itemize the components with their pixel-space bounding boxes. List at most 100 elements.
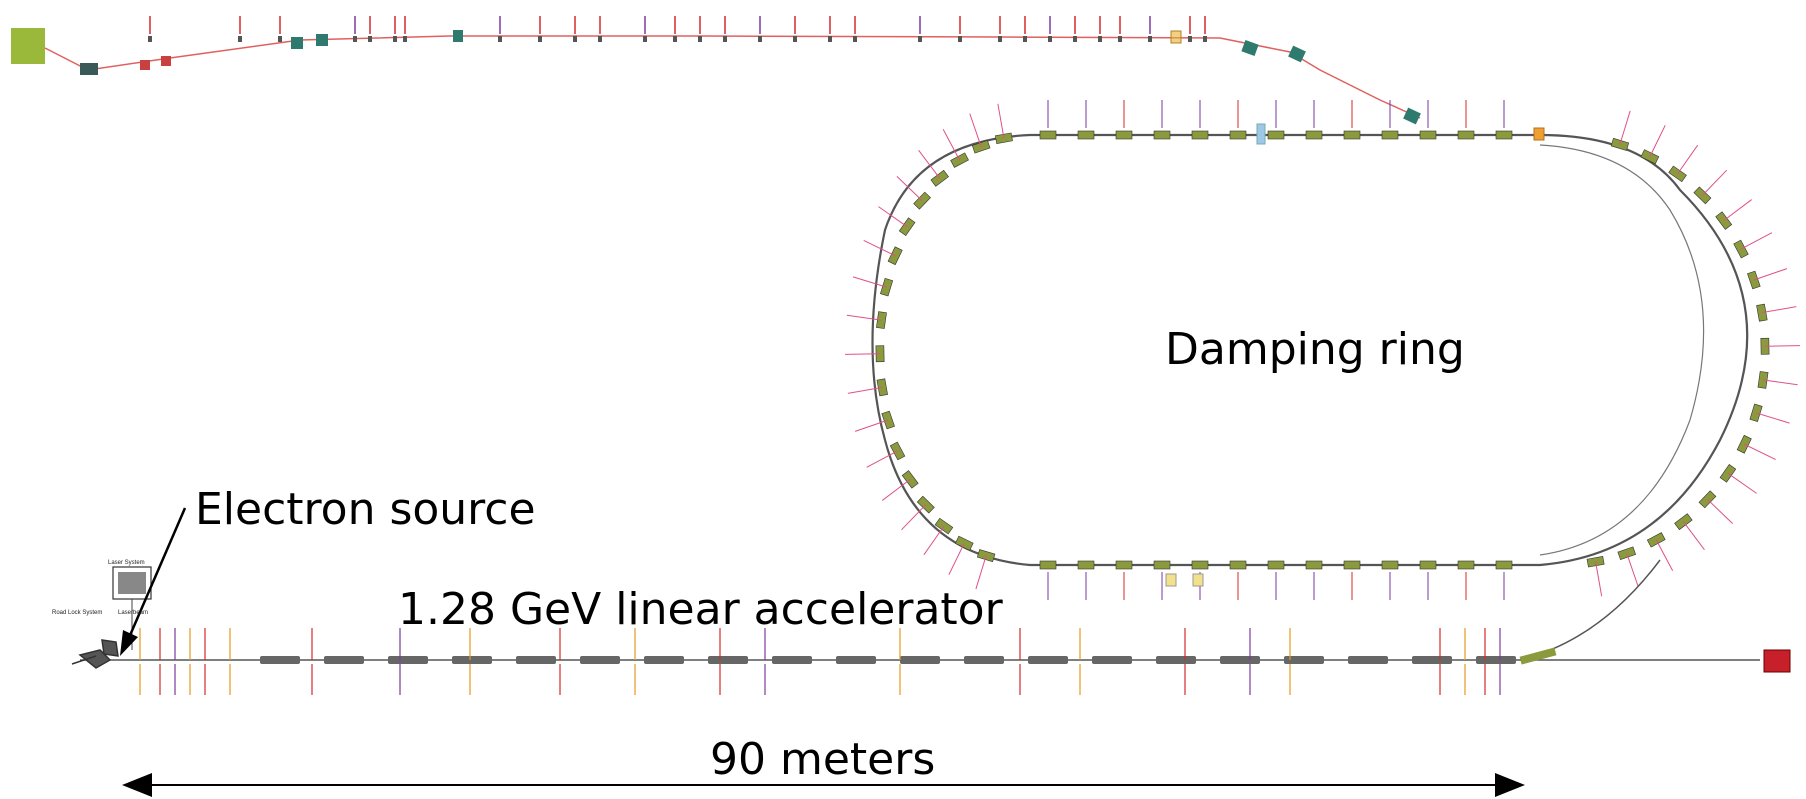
ring-magnet — [1153, 560, 1171, 570]
ring-magnet — [1115, 130, 1133, 140]
transport-element-body — [1023, 36, 1027, 42]
ring-magnet — [1305, 130, 1323, 140]
transport-line — [11, 16, 1421, 125]
beam-dump-block — [1763, 649, 1791, 673]
scale-bar-left-arrowhead — [122, 773, 152, 797]
ring-element-marker — [866, 450, 898, 468]
ring-element-marker — [863, 239, 896, 257]
linac-label: 1.28 GeV linear accelerator — [398, 584, 1003, 635]
transport-element-body — [598, 36, 602, 42]
linac-section — [260, 656, 300, 664]
transport-element-body — [1203, 36, 1207, 42]
laser-system-label: Laser System — [108, 560, 145, 566]
transport-element-body — [1073, 36, 1077, 42]
linac-accelerating-sections — [260, 656, 1516, 664]
transport-magnet — [1403, 107, 1421, 125]
ring-element-marker — [1740, 232, 1773, 250]
transport-element-body — [238, 36, 242, 42]
linac-section — [1092, 656, 1132, 664]
ring-magnets — [875, 130, 1770, 570]
ring-element-marker — [1682, 521, 1705, 550]
scale-label: 90 meters — [710, 734, 936, 785]
ring-element-marker — [845, 353, 881, 355]
laser-beam-label: Laserbeam — [118, 610, 149, 616]
transport-element-body — [148, 36, 152, 42]
electron-source-cluster — [71, 566, 152, 669]
ring-magnet — [1229, 560, 1247, 570]
linac-section — [964, 656, 1004, 664]
transport-magnet — [161, 56, 171, 66]
ring-element-marker — [997, 103, 1005, 139]
ring-magnet — [1267, 130, 1285, 140]
ring-element-marker — [1702, 169, 1728, 196]
linac-section — [452, 656, 492, 664]
load-lock-system-label: Road Lock System — [52, 610, 103, 616]
ring-element-marker — [948, 543, 965, 575]
linac-section — [900, 656, 940, 664]
transport-magnet — [80, 63, 98, 75]
transport-magnet — [453, 30, 463, 42]
ring-element-marker — [1755, 412, 1790, 424]
transport-element-body — [1188, 36, 1192, 42]
transport-magnet — [291, 37, 303, 49]
ring-straight-section-marker — [1256, 123, 1266, 145]
transport-magnet — [1170, 30, 1182, 44]
transport-element-body — [828, 36, 832, 42]
transport-magnet — [140, 60, 150, 70]
ring-element-marker — [852, 276, 887, 288]
ring-magnet — [1305, 560, 1323, 570]
ring-magnet — [1495, 560, 1513, 570]
ring-magnet — [1191, 130, 1209, 140]
linac-section — [1220, 656, 1260, 664]
transport-element-body — [353, 36, 357, 42]
ring-element-marker — [881, 478, 911, 501]
arrowhead — [120, 630, 138, 656]
linac-section — [708, 656, 748, 664]
transport-line-path — [44, 35, 1421, 119]
ring-magnet — [1267, 560, 1285, 570]
scale-bar-right-arrowhead — [1495, 773, 1525, 797]
electron-source-label: Electron source — [195, 484, 536, 535]
electron-source-arrow — [120, 507, 187, 656]
ring-element-marker — [846, 314, 882, 321]
ring-inner-path — [1539, 144, 1705, 556]
transport-element-body — [1048, 36, 1052, 42]
linac-section — [1028, 656, 1068, 664]
ring-element-marker — [1764, 345, 1800, 347]
transport-element-body — [538, 36, 542, 42]
ring-magnet — [1039, 560, 1057, 570]
linac-section — [388, 656, 428, 664]
transport-line-elements — [148, 16, 1207, 42]
transport-element-body — [278, 36, 282, 42]
ring-element-marker — [1761, 306, 1797, 314]
linac-section — [772, 656, 812, 664]
linac-section — [1476, 656, 1516, 664]
damping-ring — [845, 100, 1800, 600]
ring-magnet — [1343, 130, 1361, 140]
transport-element-body — [573, 36, 577, 42]
ring-element-marker — [1655, 539, 1674, 571]
ring-element-marker — [854, 419, 889, 432]
ring-straight-section-marker — [1533, 127, 1545, 141]
ring-magnet — [1039, 130, 1057, 140]
linac-section — [580, 656, 620, 664]
ring-outer-path — [871, 133, 1749, 567]
laser-system-inner — [118, 572, 146, 594]
transport-element-body — [393, 36, 397, 42]
linac-section — [1156, 656, 1196, 664]
transport-element-body — [643, 36, 647, 42]
ring-element-marker — [847, 386, 883, 394]
ring-element-marker — [918, 150, 941, 179]
ring-element-marker — [1707, 498, 1733, 525]
linac-section — [516, 656, 556, 664]
ring-element-marker — [896, 175, 923, 202]
transport-element-body — [498, 36, 502, 42]
linac-section — [324, 656, 364, 664]
ring-magnet — [1381, 130, 1399, 140]
transport-magnet — [316, 34, 328, 46]
ring-magnet — [1457, 560, 1475, 570]
ring-element-marker — [923, 525, 945, 556]
ring-magnet — [1077, 560, 1095, 570]
ring-magnet — [1077, 130, 1095, 140]
